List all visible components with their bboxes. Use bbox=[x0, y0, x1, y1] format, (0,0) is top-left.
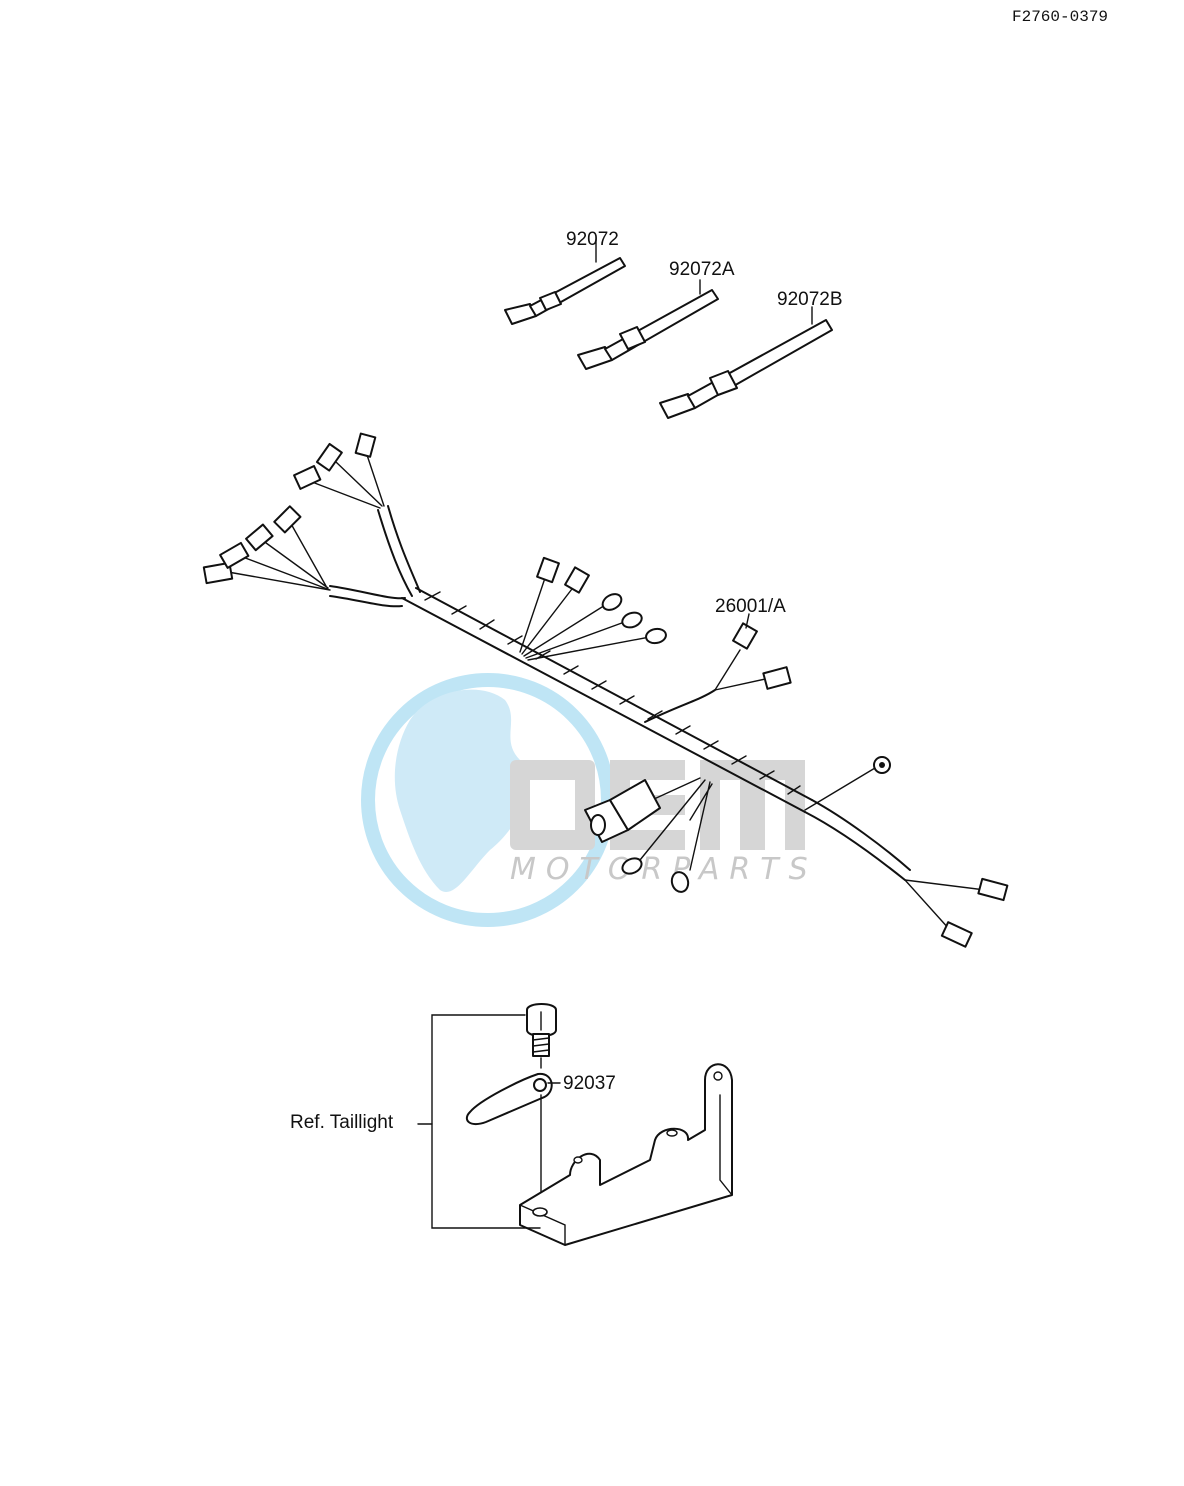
part-label-92072b: 92072B bbox=[777, 289, 843, 310]
wire-harness-26001 bbox=[227, 451, 986, 931]
part-label-26001a: 26001/A bbox=[715, 596, 786, 617]
leader-lines bbox=[547, 613, 750, 1084]
harness-connectors bbox=[202, 432, 1009, 948]
diagram-code: F2760-0379 bbox=[1012, 8, 1109, 26]
cable-tie-92072b bbox=[659, 306, 833, 419]
ground-lead-92037 bbox=[465, 1072, 553, 1201]
taillight-bracket bbox=[519, 1063, 733, 1246]
ref-taillight-label: Ref. Taillight bbox=[290, 1112, 394, 1133]
cable-tie-92072a bbox=[577, 279, 719, 370]
part-label-92072a: 92072A bbox=[669, 259, 735, 280]
part-label-92037: 92037 bbox=[563, 1073, 616, 1094]
part-label-92072: 92072 bbox=[566, 229, 619, 250]
globe-icon bbox=[394, 689, 528, 892]
cable-tie-92072 bbox=[504, 239, 626, 325]
reference-bracket bbox=[417, 1014, 541, 1229]
watermark-subtext: MOTORPARTS bbox=[510, 852, 818, 887]
bolt bbox=[526, 1003, 557, 1069]
